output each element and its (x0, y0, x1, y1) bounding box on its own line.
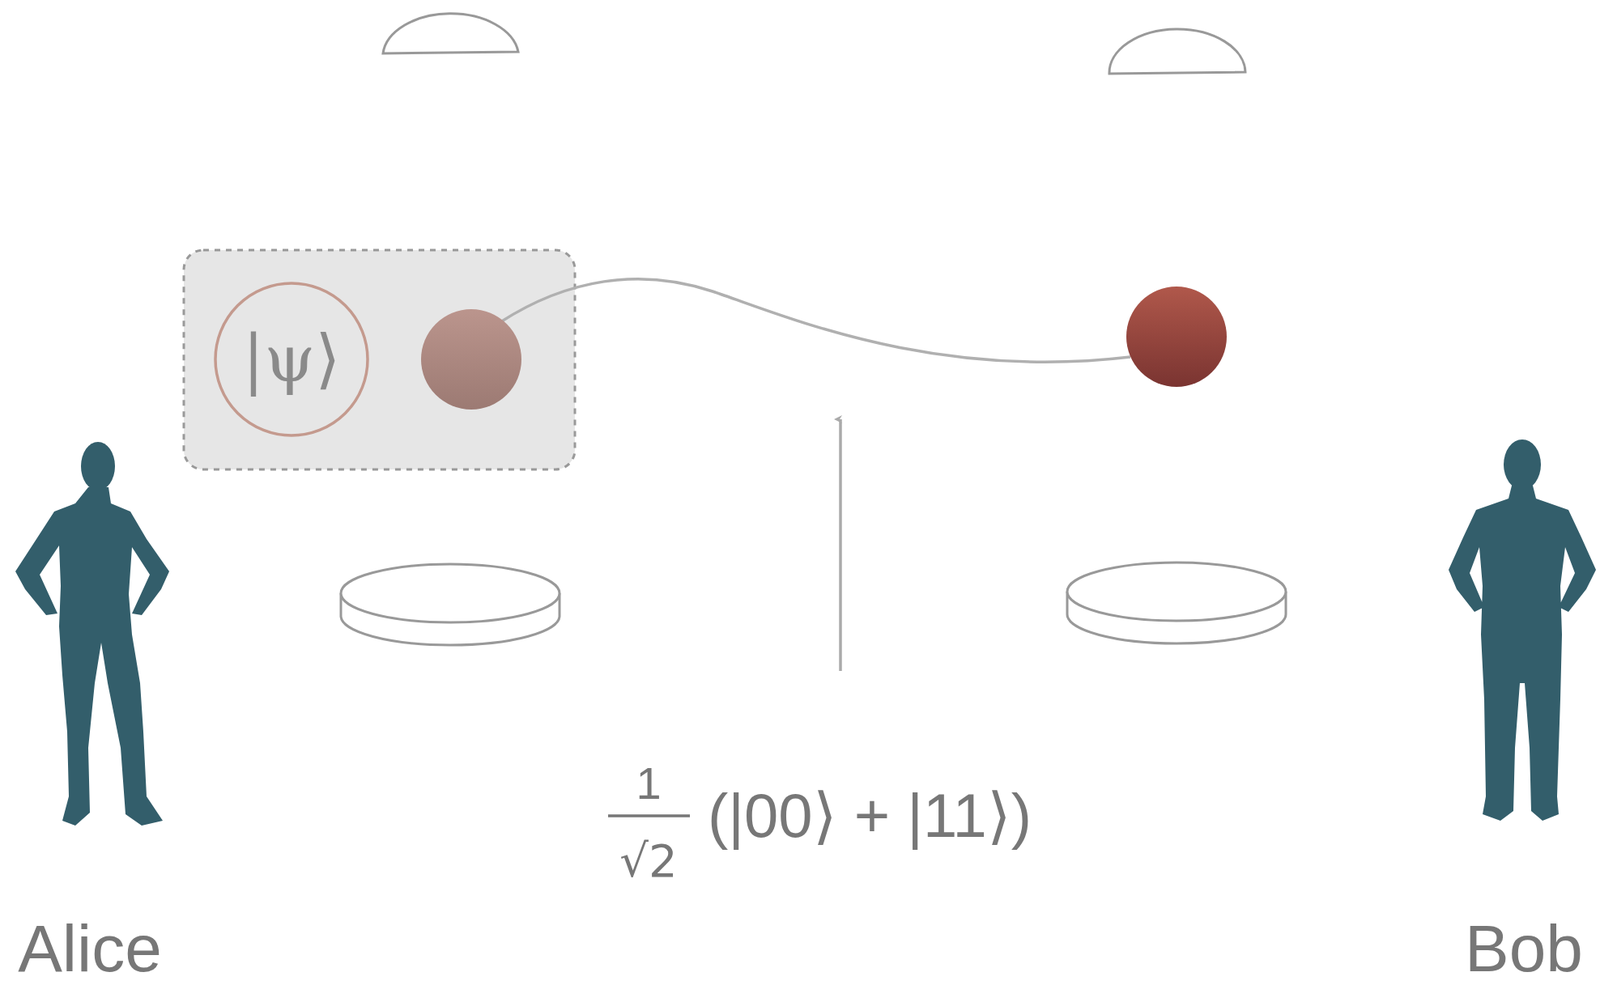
bob-silhouette (1448, 439, 1596, 822)
detector-dome (1109, 29, 1246, 74)
alice-particle (421, 309, 522, 410)
dashed-group (183, 250, 575, 470)
dish (1067, 562, 1286, 644)
detector-dome (382, 13, 519, 54)
fraction-bar (608, 814, 690, 818)
entanglement-line (500, 279, 1131, 362)
dish (340, 564, 560, 646)
bob-particle (1126, 286, 1227, 388)
state-circle: |ψ⟩ (213, 281, 370, 438)
alice-silhouette (15, 442, 170, 826)
source-arrow (838, 419, 843, 672)
person-name: Bob (1464, 915, 1583, 983)
bell-state: (|00⟩ + |11⟩) (707, 785, 1032, 847)
person-name: Alice (17, 915, 162, 983)
circle-outline (215, 283, 368, 436)
fraction-denominator: √2 (619, 838, 677, 885)
fraction-numerator: 1 (635, 761, 661, 807)
state-label: |ψ⟩ (242, 327, 341, 392)
